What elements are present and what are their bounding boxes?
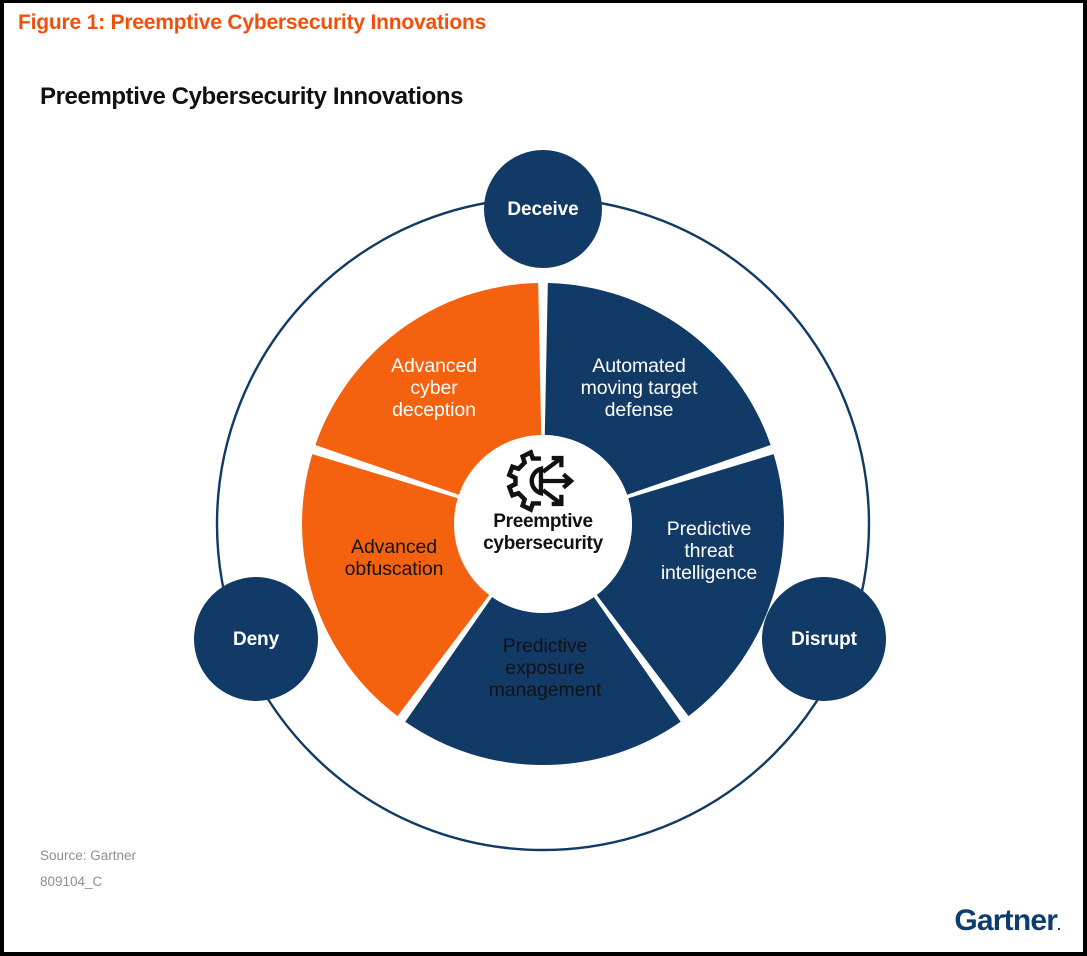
segment-predictive-exposure-management[interactable]: [302, 454, 490, 717]
figure-caption: Figure 1: Preemptive Cybersecurity Innov…: [18, 11, 487, 34]
diagram-svg: [194, 150, 886, 852]
chart-title: Preemptive Cybersecurity Innovations: [40, 83, 464, 110]
node-circle-disrupt[interactable]: [762, 577, 886, 701]
gartner-wordmark: Gartner: [954, 904, 1058, 937]
document-id: 809104_C: [40, 873, 103, 889]
preemptive-cybersecurity-diagram: Preemptive cybersecurity Advanced cyber …: [4, 3, 1083, 952]
node-circle-deny[interactable]: [194, 577, 318, 701]
node-circle-deceive[interactable]: [484, 150, 602, 268]
source-block: Source: Gartner 809104_C: [40, 843, 136, 894]
gartner-logo: Gartner.: [954, 904, 1061, 938]
registered-mark: .: [1057, 917, 1061, 933]
hub-circle: [454, 435, 632, 613]
segment-predictive-threat-intelligence[interactable]: [405, 597, 681, 765]
segment-advanced-obfuscation[interactable]: [315, 283, 542, 495]
source-text: Source: Gartner: [40, 848, 137, 863]
segment-automated-moving-target-defense[interactable]: [596, 454, 784, 717]
segment-advanced-cyber-deception[interactable]: [544, 283, 771, 495]
gear-arrows-icon: [506, 449, 575, 513]
